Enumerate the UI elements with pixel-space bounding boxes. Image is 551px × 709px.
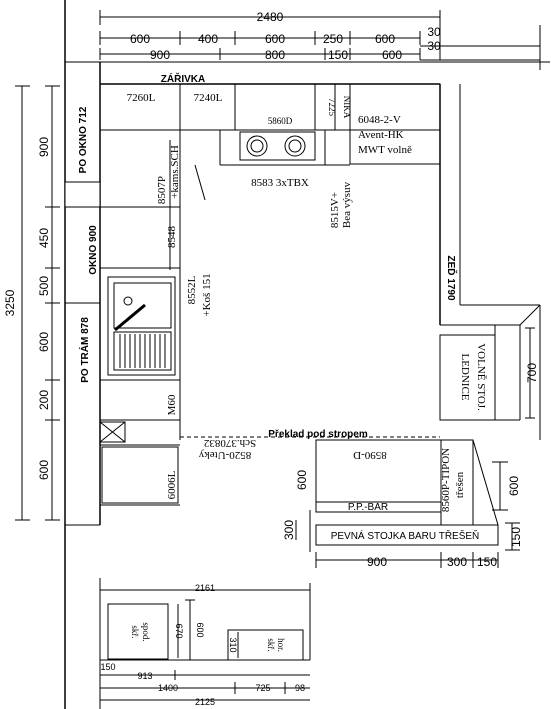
label-tbx: 8583 3xTBX <box>251 177 309 189</box>
dim-913: 913 <box>137 671 152 681</box>
bar-top <box>315 501 442 513</box>
label-8520: 8520-Uteky <box>198 449 251 461</box>
dim-bottom-900: 900 <box>367 555 387 569</box>
faucet <box>114 303 146 332</box>
dim-bar-600: 600 <box>295 470 309 490</box>
dim-row1-3: 250 <box>323 32 343 46</box>
wall-label-okno-712: PO OKNO 712 <box>78 106 89 173</box>
label-lednice-1: VOLNĚ STOJ. <box>475 343 487 411</box>
dim-bottom-150: 150 <box>477 555 497 569</box>
lower-cabinet-elevation <box>107 603 169 660</box>
sink <box>107 276 176 376</box>
dim-row1-1: 400 <box>198 32 218 46</box>
label-8515v: 8515V+ <box>329 192 341 228</box>
sink-drain <box>123 296 133 306</box>
appliance-avent-hk <box>349 83 441 165</box>
dim-bar-300: 300 <box>282 520 296 540</box>
dim-600-right: 600 <box>507 476 521 496</box>
cabinet-6006l <box>101 446 179 504</box>
label-5860d: 5860D <box>268 116 293 126</box>
dim-total-height: 3250 <box>3 289 17 316</box>
label-8507p: 8507P <box>156 176 168 204</box>
label-8552l: 8552L <box>186 275 198 304</box>
dim-row1-4: 600 <box>375 32 395 46</box>
label-spod-1: spod. <box>141 622 151 641</box>
dim-bottom-300: 300 <box>447 555 467 569</box>
upper-cabinet-elevation <box>227 629 304 661</box>
dim-total-width: 2480 <box>257 10 284 24</box>
label-tipon-2: třešen <box>454 471 466 498</box>
label-avent-3: MWT volně <box>358 144 412 156</box>
label-bea-vysuv: Bea výsuv <box>341 181 353 228</box>
dim-725: 725 <box>255 683 270 693</box>
dim-98: 98 <box>295 683 305 693</box>
dim-1400: 1400 <box>158 683 178 693</box>
dim-670: 670 <box>174 623 184 638</box>
sink-bowl <box>113 282 172 329</box>
dim-row2-3: 600 <box>382 48 402 62</box>
dim-600-elev: 600 <box>195 622 205 637</box>
label-hor-1: hor. <box>276 638 286 652</box>
label-kams-sch: +kams.SCH <box>169 145 181 199</box>
label-avent-1: 6048-2-V <box>358 114 401 126</box>
dim-left-3: 600 <box>37 332 51 352</box>
dim-row1-2: 600 <box>265 32 285 46</box>
dim-2125: 2125 <box>195 697 215 707</box>
dim-150-right: 150 <box>509 527 523 547</box>
label-avent-2: Avent-HK <box>358 129 404 141</box>
burner-left <box>246 135 268 157</box>
dim-left-5: 600 <box>37 460 51 480</box>
dim-row2-2: 150 <box>328 48 348 62</box>
label-hor-2: skř. <box>266 638 276 651</box>
label-nika: NIKA <box>342 96 352 119</box>
cabinet-7240l <box>179 83 236 131</box>
cooktop <box>239 131 316 161</box>
dim-row2-1: 800 <box>265 48 285 62</box>
dim-left-1: 450 <box>37 228 51 248</box>
label-sch: Sch.370832 <box>204 437 256 449</box>
burner-right <box>284 135 306 157</box>
dim-row1-right: 30 <box>427 25 441 39</box>
label-7260l: 7260L <box>127 92 156 104</box>
cabinet-7260l <box>99 83 181 131</box>
dim-row2-0: 900 <box>150 48 170 62</box>
label-6006l: 6006L <box>166 470 178 499</box>
wall-label-tram-878: PO TRÁM 878 <box>78 317 91 383</box>
label-stojka: PEVNÁ STOJKA BARU TŘEŠEŇ <box>331 529 480 542</box>
dim-left-4: 200 <box>37 390 51 410</box>
dim-700: 700 <box>525 363 539 383</box>
dim-left-2: 500 <box>37 276 51 296</box>
label-8590d: 8590-D <box>353 449 387 461</box>
corner-box <box>99 421 126 443</box>
label-lednice-2: LEDNICE <box>459 353 471 400</box>
bar-stand <box>315 524 499 546</box>
label-7225: 7225 <box>327 98 337 117</box>
dim-150-elev: 150 <box>100 662 115 672</box>
label-m60: M60 <box>166 394 178 415</box>
dim-2161: 2161 <box>195 583 215 593</box>
label-kos-151: +Koš 151 <box>201 273 213 316</box>
label-tipon-1: 8560P-TIPON <box>440 448 452 512</box>
label-spod-2: skř. <box>130 625 140 638</box>
wall-label-okno-900: OKNO 900 <box>88 225 99 275</box>
label-zarivka: ZÁŘIVKA <box>161 72 205 85</box>
dim-310: 310 <box>228 637 238 652</box>
sink-drainer <box>113 331 172 371</box>
label-7240l: 7240L <box>194 92 223 104</box>
label-8548: 8548 <box>166 226 178 249</box>
wall-label-zed-1790: ZEĎ 1790 <box>445 255 458 300</box>
dim-row1-0: 600 <box>130 32 150 46</box>
label-preklad: Překlad pod stropem <box>268 429 368 440</box>
label-pp-bar: P.P.-BAR <box>348 502 388 513</box>
dim-left-0: 900 <box>37 137 51 157</box>
dim-row2-right: 30 <box>427 39 441 53</box>
